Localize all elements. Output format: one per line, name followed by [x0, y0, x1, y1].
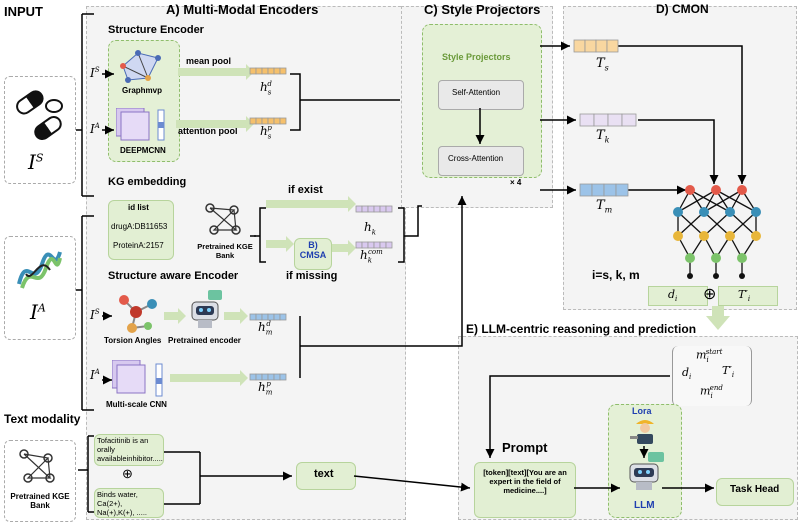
structure-encoder-title: Structure Encoder	[108, 24, 204, 36]
task-head-box	[716, 478, 794, 506]
if-exist-label: if exist	[288, 184, 323, 196]
e-di-label: di	[682, 366, 692, 382]
deepmcnn-label: DEEPMCNN	[120, 146, 166, 155]
llm-label: LLM	[634, 500, 655, 511]
pretrained-encoder-label: Pretrained encoder	[168, 336, 241, 345]
if-missing-label: if missing	[286, 270, 338, 282]
concat-plus: ⊕	[703, 286, 717, 303]
cross-attention-block	[438, 146, 524, 176]
panel-e-title: E) LLM-centric reasoning and prediction	[466, 322, 697, 336]
hmd-label: hmd	[258, 320, 273, 337]
text-box-1	[94, 434, 164, 466]
neural-network-icon	[673, 185, 761, 279]
text-1: Tofacitinib is an orally availableinhibi…	[97, 436, 163, 463]
repeat-x4: × 4	[510, 178, 522, 187]
text-modality-title: Text modality	[4, 412, 81, 426]
i-equals-label: i=s, k, m	[592, 268, 640, 282]
lora-worker-icon	[630, 420, 654, 444]
ia-label-a: IA	[90, 122, 100, 136]
cross-attention-label: Cross-Attention	[448, 154, 504, 163]
multiscale-cnn-icon	[112, 360, 163, 397]
self-attention-block	[438, 80, 524, 110]
self-attention-label: Self-Attention	[452, 88, 501, 97]
hkcom-label: hkcom	[360, 248, 383, 265]
kge-bank-label: Pretrained KGE Bank	[197, 242, 253, 260]
text-kge-bank-label: Pretrained KGE Bank	[10, 492, 70, 510]
hk-label: hk	[364, 220, 376, 237]
text-2: Binds water, Ca(2+), Na(+),K(+), .....	[97, 490, 148, 517]
kge-graph-icon	[205, 203, 241, 235]
panel-c-title: C) Style Projectors	[424, 2, 541, 17]
pills-icon	[16, 90, 63, 141]
tpi-label: T′i	[738, 288, 751, 304]
tpi-box	[718, 286, 778, 306]
input-is-box	[4, 76, 76, 184]
hmp-label: hmp	[258, 380, 273, 397]
features-bracket	[672, 346, 752, 406]
text-input-box	[4, 440, 76, 522]
drug-id: drugA:DB11653	[111, 222, 168, 231]
hsd-label: hsd	[260, 80, 272, 97]
torsion-molecule-icon	[119, 295, 157, 333]
panel-a-title: A) Multi-Modal Encoders	[166, 2, 319, 17]
input-is-label: IS	[28, 150, 44, 174]
text-plus: ⊕	[122, 466, 133, 481]
kge-bank-icon	[19, 449, 55, 483]
input-title: INPUT	[4, 4, 43, 19]
m-end-label: miend	[700, 384, 723, 400]
graphmvp-icon	[120, 50, 161, 83]
protein-icon	[17, 251, 62, 289]
panel-d	[563, 6, 797, 310]
graphmvp-label: Graphmvp	[122, 86, 163, 95]
text-box-2	[94, 488, 164, 518]
robot-encoder-icon	[191, 290, 222, 328]
e-tpi-label: T′i	[722, 364, 735, 380]
is-label-sa: IS	[90, 308, 100, 322]
torsion-label: Torsion Angles	[104, 336, 162, 345]
m-start-label: mistart	[696, 348, 723, 364]
cmsa-box	[294, 238, 332, 270]
id-list-box	[108, 200, 174, 260]
deepmcnn-icon	[116, 108, 165, 141]
input-ia-label: IA	[30, 300, 46, 324]
di-label: di	[668, 288, 678, 304]
cmsa-label: B) CMSA	[299, 240, 327, 260]
ia-label-sa: IA	[90, 368, 100, 382]
lora-label: Lora	[632, 406, 652, 416]
input-ia-box	[4, 236, 76, 340]
multiscale-cnn-label: Multi-scale CNN	[106, 400, 167, 409]
hsp-label: hsp	[260, 124, 272, 141]
text-output-label: text	[314, 468, 334, 480]
panel-d-title: D) CMON	[656, 2, 709, 16]
mean-pool-label: mean pool	[186, 56, 232, 66]
style-projector-inner-title: Style Projectors	[442, 52, 511, 62]
id-list-title: id list	[128, 203, 149, 212]
ts-label: Ts	[596, 56, 609, 73]
tk-label: Tk	[596, 128, 610, 145]
prompt-title: Prompt	[502, 440, 548, 455]
llm-robot-icon	[629, 452, 664, 490]
struct-aware-title: Structure aware Encoder	[108, 270, 239, 282]
tm-label: Tm	[596, 198, 613, 215]
task-head-label: Task Head	[730, 484, 780, 495]
structure-encoder-box	[108, 40, 180, 162]
prompt-box	[474, 462, 576, 518]
di-box	[648, 286, 708, 306]
kg-embedding-title: KG embedding	[108, 176, 187, 188]
protein-id: ProteinA:2157	[113, 241, 164, 250]
is-label-a: IS	[90, 66, 100, 80]
prompt-text: [token][text][You are an expert in the f…	[483, 468, 567, 495]
attention-pool-label: attention pool	[178, 126, 238, 136]
